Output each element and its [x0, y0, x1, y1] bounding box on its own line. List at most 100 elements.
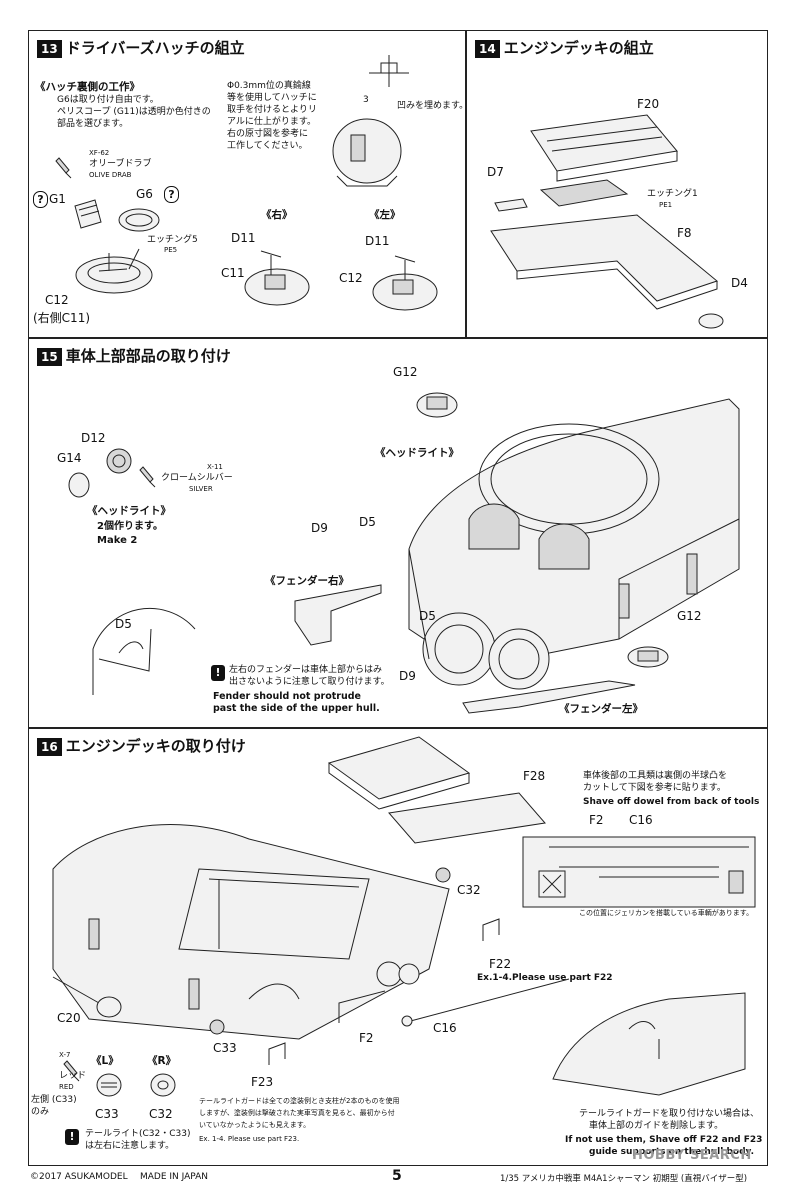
periscope-note-2: 部品を選びます。 — [57, 119, 129, 129]
label-g1: G1 — [49, 192, 66, 206]
label-d11-left: D11 — [365, 234, 390, 248]
tools-note-jp-1: 車体後部の工具類は裏側の半球凸を — [583, 771, 728, 781]
fender-right-drawing — [294, 584, 382, 646]
make-two-en: Make 2 — [97, 535, 138, 546]
periscope-note: ペリスコープ (G11)は透明か色付きの — [57, 107, 211, 117]
right-side-label: 《右》 — [261, 209, 293, 221]
label-c33: C33 — [213, 1041, 237, 1055]
fill-recess-note: 凹みを埋めます。 — [397, 101, 469, 111]
tools-note-jp-2: カットして下図を参考に貼ります。 — [583, 783, 726, 793]
tl-guard-note-2: しますが、塗装例は撃破された実車写真を見ると、最初から付 — [199, 1109, 395, 1117]
taillight-note-jp: テールライト(C32・C33) — [85, 1129, 191, 1139]
hatch-c12-left-drawing — [372, 255, 438, 311]
hatch-underside-heading: 《ハッチ裏側の工作》 — [35, 81, 140, 93]
option-icon-g1: ? — [33, 191, 48, 208]
left-side-label: 《左》 — [369, 209, 401, 221]
label-g6: G6 — [136, 187, 153, 201]
fender-left-drawing — [462, 680, 636, 714]
hobby-search-watermark: HOBBY SEARCH — [632, 1148, 752, 1163]
brass-wire-note-1: Φ0.3mm位の真鍮線 — [227, 81, 311, 91]
tl-guard-note-en: Ex. 1-4. Please use part F23. — [199, 1135, 300, 1143]
label-f2-inset: F2 — [589, 813, 604, 827]
deck-frame-f8-drawing — [490, 214, 719, 310]
label-c33-bottom: C33 — [95, 1107, 119, 1121]
paint-brush-icon — [55, 157, 72, 179]
label-d5-bottom: D5 — [419, 609, 436, 623]
label-d7: D7 — [487, 165, 504, 179]
no-guard-inset-drawing — [552, 992, 746, 1096]
brass-wire-note-2: 等を使用してハッチに — [227, 93, 317, 103]
part-c20-drawing — [52, 976, 122, 1018]
part-d7-drawing — [494, 198, 528, 212]
part-c16-drawing — [401, 978, 570, 1027]
label-f20: F20 — [637, 97, 660, 111]
label-d11-right: D11 — [231, 231, 256, 245]
paint-brush-icon — [139, 466, 156, 488]
paint-name-en-silver: SILVER — [189, 485, 213, 493]
tl-guard-note-1: テールライトガードは全ての塗装例とき支柱が2本のものを使用 — [199, 1097, 400, 1105]
label-d12: D12 — [81, 431, 106, 445]
taillight-left-label: 《L》 — [91, 1055, 119, 1067]
brass-wire-note-3: 取手を付けるとよりリ — [227, 105, 317, 115]
dimension-3: 3 — [363, 95, 369, 105]
label-c12-right: (右側C11) — [33, 311, 91, 325]
no-guard-en-2: guide supports on the hull body. — [589, 1147, 754, 1157]
g6-part-drawing — [118, 208, 160, 232]
paint-name-jp: オリーブドラブ — [89, 159, 152, 169]
footer-made-in: MADE IN JAPAN — [140, 1172, 209, 1182]
label-c20: C20 — [57, 1011, 81, 1025]
fender-warning-icon: ! — [211, 665, 228, 681]
label-c16-inset: C16 — [629, 813, 653, 827]
footer-copyright: ©2017 ASUKAMODEL — [30, 1172, 128, 1182]
paint-brush-icon — [63, 1060, 80, 1082]
left-only-jp: 左側 (C33) — [31, 1095, 77, 1105]
label-g14: G14 — [57, 451, 82, 465]
jerrycan-note: この位置にジェリカンを搭載している車輌があります。 — [579, 909, 754, 917]
d5-detail-circle — [92, 607, 196, 695]
tl-guard-note-3: いていなかったようにも見えます。 — [199, 1121, 311, 1129]
paint-code: XF-62 — [89, 149, 110, 157]
paint-name-en-red: RED — [59, 1083, 74, 1091]
paint-name-jp-red: レッド — [59, 1071, 87, 1081]
headlight-heading-2: 《ヘッドライト》 — [375, 447, 459, 459]
fender-right-label: 《フェンダー右》 — [265, 575, 349, 587]
engine-deck-f28-drawing — [327, 736, 546, 844]
brass-wire-note-4: アルに仕上がります。 — [227, 117, 317, 127]
engine-deck-f20-drawing — [530, 114, 678, 182]
headlight-heading: 《ヘッドライト》 — [87, 505, 171, 517]
part-f23-drawing — [268, 1042, 286, 1065]
fender-left-label: 《フェンダー左》 — [559, 703, 643, 715]
part-c32-drawing — [435, 867, 451, 883]
label-f8: F8 — [677, 226, 692, 240]
label-d9-bottom: D9 — [399, 669, 416, 683]
no-guard-jp-1: テールライトガードを取り付けない場合は、 — [579, 1109, 760, 1119]
label-d5-detail: D5 — [115, 617, 132, 631]
hatch-c12-drawing — [75, 248, 153, 294]
fender-warning-jp-1: 左右のフェンダーは車体上部からはみ — [229, 665, 383, 675]
paint-code-x7: X-7 — [59, 1051, 71, 1059]
brass-wire-note-5: 右の原寸図を参考に — [227, 129, 309, 139]
label-f22: F22 — [489, 957, 512, 971]
taillight-c33-drawing — [96, 1073, 122, 1097]
taillight-warning-icon: ! — [65, 1129, 82, 1145]
fender-warning-en-1: Fender should not protrude — [213, 691, 362, 702]
paint-code-x11: X-11 — [207, 463, 223, 471]
part-c33-drawing — [209, 1019, 225, 1035]
periscope-g1-drawing — [74, 199, 102, 229]
headlight-drawing — [68, 448, 132, 498]
fender-warning-jp-2: 出さないように注意して取り付けます。 — [229, 677, 390, 687]
hatch-c11-drawing — [244, 250, 310, 306]
part-f2-drawing — [338, 990, 386, 1023]
no-guard-en-1: If not use them, Shave off F22 and F23 — [565, 1135, 763, 1145]
option-icon-g6: ? — [164, 186, 179, 203]
f22-note: Ex.1-4.Please use part F22 — [477, 973, 613, 983]
footer-product: 1/35 アメリカ中戦車 M4A1シャーマン 初期型 (直視バイザー型) — [500, 1174, 748, 1184]
label-etching1: エッチング1 — [647, 189, 698, 199]
footer-page-number: 5 — [392, 1168, 402, 1184]
